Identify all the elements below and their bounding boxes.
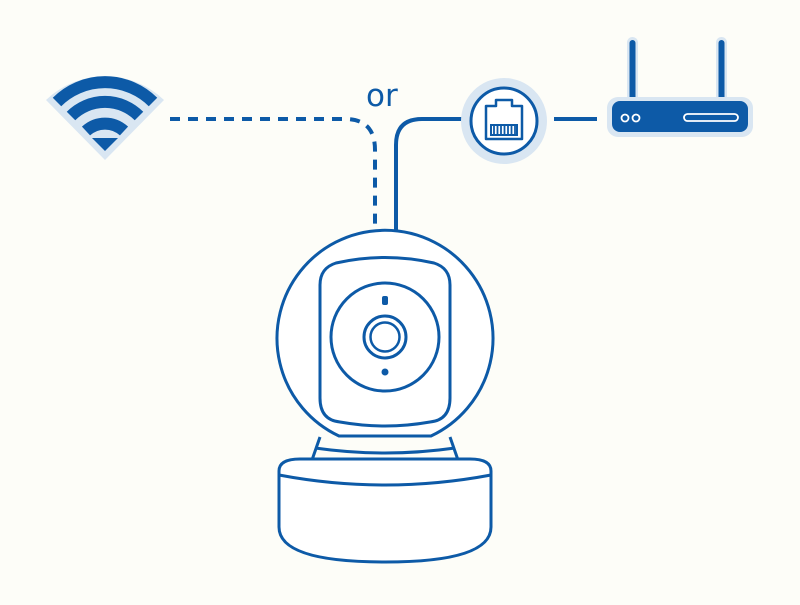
or-label: or <box>366 78 398 114</box>
pan-tilt-camera-icon <box>275 228 495 564</box>
wifi-link-dashed <box>170 117 377 230</box>
ethernet-port-icon <box>461 78 547 164</box>
wifi-icon <box>46 76 164 160</box>
router-icon <box>607 37 753 137</box>
ethernet-link-solid <box>394 117 462 230</box>
